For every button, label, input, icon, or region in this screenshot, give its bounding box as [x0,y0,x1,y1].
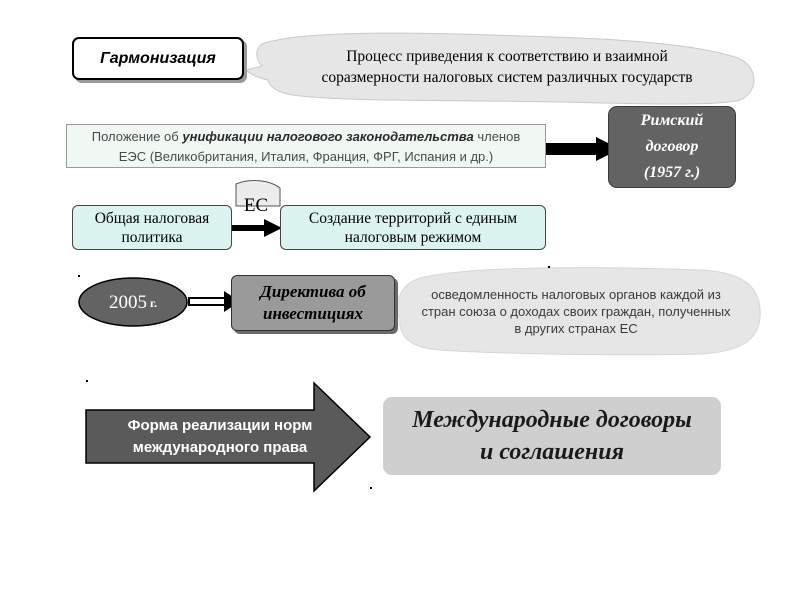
harmonization-term-box: Гармонизация [72,37,244,80]
stray-dot [78,275,80,277]
stray-dot [370,487,372,489]
unification-box: Положение об унификации налогового закон… [66,124,546,168]
unification-line-2: ЕЭС (Великобритания, Италия, Франция, ФР… [118,149,494,164]
policy-line-1: Общая налоговая [94,209,210,227]
arrow-policy-to-territory [232,219,282,237]
implementation-form-label: Форма реализации норм международного пра… [92,409,348,465]
rome-treaty-line-2: договор [645,138,699,155]
awareness-line-1: осведомленность налоговых органов каждой… [431,286,721,302]
policy-line-2: политика [121,228,183,246]
treaties-line-1: Международные договоры [412,407,692,433]
unification-prefix: Положение об [91,129,179,144]
definition-line-1: Процесс приведения к соответствию и взаи… [346,48,668,65]
territory-line-2: налоговым режимом [344,228,482,246]
es-badge: ЕС [243,195,269,216]
stray-dot [548,266,550,268]
form-line-2: международного права [132,439,308,456]
rome-treaty-box: Римский договор (1957 г.) [608,106,736,188]
rome-treaty-line-3: (1957 г.) [643,164,701,181]
directive-line-2: инвестициях [263,304,363,323]
year-number: 2005 [108,292,147,313]
year-suffix: г. [149,295,158,310]
investment-directive-box: Директива об инвестициях [231,275,395,331]
common-tax-policy-box: Общая налоговая политика [72,205,232,250]
unification-suffix: членов [477,129,521,144]
rome-treaty-line-1: Римский [640,112,704,129]
form-line-1: Форма реализации норм [127,417,313,434]
unified-territory-box: Создание территорий с единым налоговым р… [280,205,546,250]
international-treaties-box: Международные договоры и соглашения [383,397,721,475]
definition-line-2: соразмерности налоговых систем различных… [321,69,693,86]
harmonization-definition: Процесс приведения к соответствию и взаи… [272,43,742,91]
territory-line-1: Создание территорий с единым [308,209,518,227]
treaties-line-2: и соглашения [480,439,624,465]
unification-emphasis: унификации налогового законодательства [182,129,474,144]
year-2005-label: 2005 г. [80,281,186,325]
directive-line-1: Директива об [260,282,366,301]
awareness-line-3: в других странах ЕС [514,320,638,336]
stray-dot [86,380,88,382]
harmonization-term: Гармонизация [100,49,216,67]
awareness-line-2: стран союза о доходах своих граждан, пол… [421,303,731,319]
awareness-description: осведомленность налоговых органов каждой… [402,284,750,338]
